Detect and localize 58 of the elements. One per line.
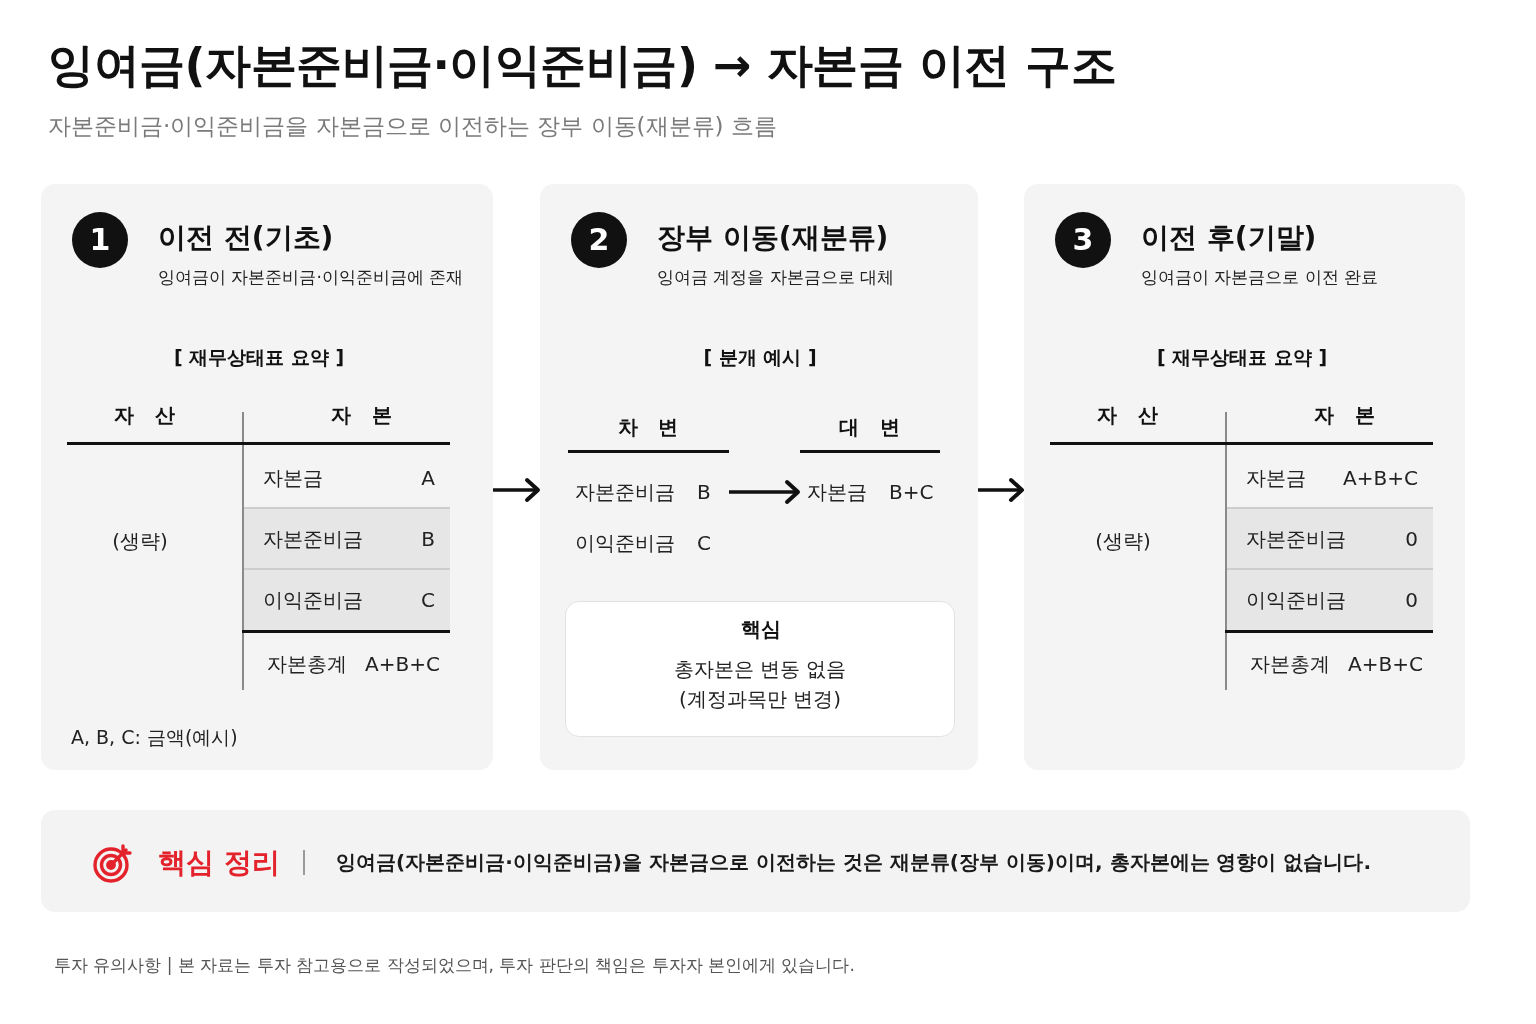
account-name: 자본총계 [1250,651,1330,677]
page-title: 잉여금(자본준비금·이익준비금) → 자본금 이전 구조 [48,37,1117,95]
disclaimer-text: 투자 유의사항 | 본 자료는 투자 참고용으로 작성되었으며, 투자 판단의 책임은 투자자 본인에게 있습니다. [54,955,855,977]
account-name: 이익준비금 [575,530,675,556]
key-point-text: 총자본은 변동 없음 (계정과목만 변경) [672,656,848,713]
panel-heading: 이전 후(기말) [1141,219,1317,255]
step-panel [41,184,493,770]
table-title: [ 분개 예시 ] [703,346,817,370]
amount-value: B+C [889,479,934,505]
column-header: 차 변 [617,414,686,440]
table-title: [ 재무상태표 요약 ] [1156,346,1328,370]
account-name: 자본총계 [267,651,347,677]
arrow [729,480,800,504]
account-name: 자본금 [263,465,323,491]
account-name: 자본준비금 [263,526,363,552]
column-header: 자 산 [1097,402,1165,428]
summary-text: 잉여금(자본준비금·이익준비금)을 자본금으로 이전하는 것은 재분류(장부 이동)이며, 총자본에는 영향이 없습니다. [336,849,1372,875]
key-point-box [565,601,955,737]
panel-heading: 장부 이동(재분류) [657,219,889,255]
amount-value: 0 [1405,587,1418,613]
footnote: A, B, C: 금액(예시) [71,726,238,750]
panel-description: 잉여금 계정을 자본금으로 대체 [657,267,895,289]
column-header: 자 본 [1314,402,1382,428]
amount-value: C [697,530,711,556]
step-number: 1 [72,212,128,268]
panel-heading: 이전 전(기초) [158,219,334,255]
account-name: 자본준비금 [575,479,675,505]
account-name: 자본금 [1246,465,1306,491]
column-header: 대 변 [839,414,907,440]
amount-value: A+B+C [1348,651,1423,677]
amount-value: C [421,587,435,613]
amount-value: B [421,526,435,552]
column-header: 자 본 [331,402,399,428]
step-number: 2 [571,212,627,268]
amount-value: A+B+C [365,651,440,677]
summary-bar [41,810,1470,912]
account-name: 자본준비금 [1246,526,1346,552]
amount-value: A [421,465,435,491]
arrow [978,478,1024,502]
step-number: 3 [1055,212,1111,268]
omitted-note: (생략) [112,528,168,554]
table-title: [ 재무상태표 요약 ] [173,346,345,370]
step-panel [1024,184,1465,770]
account-name: 자본금 [807,479,867,505]
arrow [493,478,540,502]
account-name: 이익준비금 [1246,587,1346,613]
amount-value: B [697,479,711,505]
omitted-note: (생략) [1095,528,1151,554]
key-point-heading: 핵심 [741,616,781,642]
amount-value: 0 [1405,526,1418,552]
step-panel [540,184,978,770]
panel-description: 잉여금이 자본금으로 이전 완료 [1141,267,1379,289]
column-header: 자 산 [114,402,182,428]
summary-heading: 핵심 정리 [158,844,280,880]
amount-value: A+B+C [1343,465,1418,491]
account-name: 이익준비금 [263,587,363,613]
page-subtitle: 자본준비금·이익준비금을 자본금으로 이전하는 장부 이동(재분류) 흐름 [48,111,777,141]
panel-description: 잉여금이 자본준비금·이익준비금에 존재 [158,267,464,289]
